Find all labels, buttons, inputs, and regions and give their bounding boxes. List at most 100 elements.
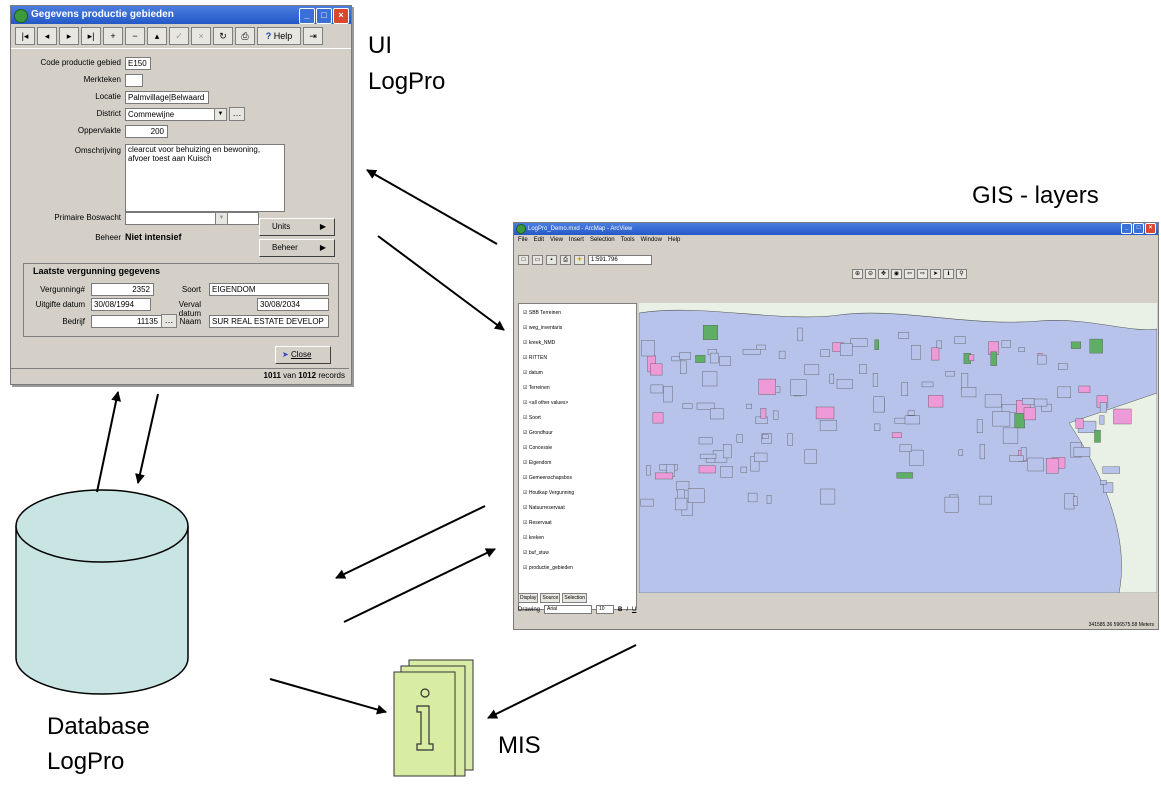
full-extent-icon[interactable]: ◉ bbox=[891, 269, 902, 279]
toc-layer-item[interactable]: ☑ SBB Terreinen bbox=[523, 310, 562, 316]
bedrijf-lookup-button[interactable]: … bbox=[161, 314, 177, 328]
soort-field[interactable]: EIGENDOM bbox=[209, 283, 329, 296]
code-field[interactable]: E150 bbox=[125, 57, 151, 70]
map-canvas[interactable] bbox=[639, 303, 1157, 593]
map-parcel bbox=[945, 370, 955, 377]
select-icon[interactable]: ➤ bbox=[930, 269, 941, 279]
arcmap-maximize-icon[interactable]: □ bbox=[1133, 223, 1144, 234]
district-dropdown-icon[interactable]: ▼ bbox=[214, 108, 227, 121]
toc-layer-item[interactable]: ☑ datum bbox=[523, 370, 543, 376]
arcmap-minimize-icon[interactable]: _ bbox=[1121, 223, 1132, 234]
tab-display[interactable]: Display bbox=[518, 593, 539, 603]
vergunning-field[interactable]: 2352 bbox=[91, 283, 154, 296]
toc-layer-item[interactable]: ☑ Natuurreservaat bbox=[523, 505, 565, 511]
previous-record-icon[interactable]: ◂ bbox=[37, 27, 57, 45]
menu-selection[interactable]: Selection bbox=[589, 237, 615, 243]
district-select[interactable]: Commewijne bbox=[125, 108, 227, 121]
first-record-icon[interactable]: |◂ bbox=[15, 27, 35, 45]
last-record-icon[interactable]: ▸| bbox=[81, 27, 101, 45]
tab-source[interactable]: Source bbox=[540, 593, 561, 603]
edit-record-icon[interactable]: ▴ bbox=[147, 27, 167, 45]
district-lookup-button[interactable]: … bbox=[229, 107, 245, 121]
toc-layer-item[interactable]: ☑ kreken bbox=[523, 535, 544, 541]
underline-icon[interactable]: U bbox=[632, 606, 637, 613]
close-button[interactable]: ➤ Close bbox=[275, 346, 331, 364]
delete-record-icon[interactable]: − bbox=[125, 27, 145, 45]
save-icon[interactable]: ▪ bbox=[546, 255, 557, 265]
boswacht-select[interactable] bbox=[125, 212, 259, 225]
bold-icon[interactable]: B bbox=[618, 606, 623, 613]
cancel-record-icon[interactable]: × bbox=[191, 27, 211, 45]
toc-layer-item[interactable]: ☑ RITTEN bbox=[523, 355, 547, 361]
font-size-select[interactable]: 10 bbox=[596, 605, 615, 614]
refresh-icon[interactable]: ↻ bbox=[213, 27, 233, 45]
uitgifte-field[interactable]: 30/08/1994 bbox=[91, 298, 151, 311]
back-icon[interactable]: ⇦ bbox=[904, 269, 915, 279]
find-icon[interactable]: ⚲ bbox=[956, 269, 967, 279]
print-map-icon[interactable]: ⎙ bbox=[560, 255, 571, 265]
locatie-field[interactable]: Palmvillage|Belwaard bbox=[125, 91, 209, 104]
drawing-label[interactable]: Drawing bbox=[518, 606, 541, 613]
pan-icon[interactable]: ✥ bbox=[878, 269, 889, 279]
toc-layer-item[interactable]: ☑ Eigendom bbox=[523, 460, 552, 466]
bedrijf-field[interactable]: 11135 bbox=[91, 315, 162, 328]
beheer-button[interactable]: Beheer▶ bbox=[259, 239, 335, 257]
identify-icon[interactable]: ℹ bbox=[943, 269, 954, 279]
toc-layer-item[interactable]: ☑ Terreinen bbox=[523, 385, 550, 391]
map-view[interactable] bbox=[639, 303, 1157, 593]
print-icon[interactable]: ⎙ bbox=[235, 27, 255, 45]
exit-icon[interactable]: ⇥ bbox=[303, 27, 323, 45]
arrow-ui-to-db bbox=[135, 393, 159, 484]
map-parcel bbox=[839, 343, 853, 356]
font-select[interactable]: Arial bbox=[544, 605, 593, 614]
toc-layer-item[interactable]: ☑ <all other values> bbox=[523, 400, 569, 406]
next-record-icon[interactable]: ▸ bbox=[59, 27, 79, 45]
toc-layer-item[interactable]: ☑ weg_inventaris bbox=[523, 325, 563, 331]
menu-insert[interactable]: Insert bbox=[568, 237, 584, 243]
maximize-icon[interactable]: □ bbox=[316, 8, 332, 24]
add-data-icon[interactable]: ✚ bbox=[574, 255, 585, 265]
add-record-icon[interactable]: + bbox=[103, 27, 123, 45]
menu-view[interactable]: View bbox=[550, 237, 563, 243]
map-parcel bbox=[682, 403, 693, 409]
toc-layer-item[interactable]: ☑ kreek_NMD bbox=[523, 340, 556, 346]
toc-layer-item[interactable]: ☑ Grondhuur bbox=[523, 430, 553, 436]
toc-layer-item[interactable]: ☑ Gemeenschapsbos bbox=[523, 475, 572, 481]
open-icon[interactable]: ▭ bbox=[532, 255, 543, 265]
minimize-icon[interactable]: _ bbox=[299, 8, 315, 24]
menu-tools[interactable]: Tools bbox=[620, 237, 635, 243]
arcmap-close-icon[interactable]: × bbox=[1145, 223, 1156, 234]
menu-file[interactable]: File bbox=[518, 237, 528, 243]
toc-layer-item[interactable]: ☑ Concessie bbox=[523, 445, 553, 451]
menu-window[interactable]: Window bbox=[640, 237, 662, 243]
save-record-icon[interactable]: ✓ bbox=[169, 27, 189, 45]
naam-field[interactable]: SUR REAL ESTATE DEVELOP bbox=[209, 315, 329, 328]
toc-layer-item[interactable]: ☑ Reservaat bbox=[523, 520, 552, 526]
tab-selection[interactable]: Selection bbox=[562, 593, 587, 603]
merkteken-field[interactable] bbox=[125, 74, 143, 87]
close-icon[interactable]: × bbox=[333, 8, 349, 24]
map-parcel bbox=[874, 423, 881, 432]
map-parcel bbox=[1037, 354, 1047, 365]
menu-edit[interactable]: Edit bbox=[533, 237, 545, 243]
new-icon[interactable]: □ bbox=[518, 255, 529, 265]
toc-layer-item[interactable]: ☑ Houtkap Vergunning bbox=[523, 490, 575, 496]
verval-field[interactable]: 30/08/2034 bbox=[257, 298, 329, 311]
zoom-in-icon[interactable]: ⊕ bbox=[852, 269, 863, 279]
units-button[interactable]: Units▶ bbox=[259, 218, 335, 236]
italic-icon[interactable]: I bbox=[626, 606, 629, 613]
map-parcel bbox=[850, 338, 868, 347]
map-parcel bbox=[740, 466, 748, 473]
map-parcel bbox=[1022, 398, 1035, 405]
forward-icon[interactable]: ⇨ bbox=[917, 269, 928, 279]
zoom-out-icon[interactable]: ⊖ bbox=[865, 269, 876, 279]
toc-layer-item[interactable]: ☑ buf_stuw bbox=[523, 550, 549, 556]
oppervlakte-field[interactable]: 200 bbox=[125, 125, 168, 138]
menu-help[interactable]: Help bbox=[667, 237, 681, 243]
boswacht-dropdown-icon[interactable]: ▼ bbox=[215, 212, 228, 225]
toc-layer-item[interactable]: ☑ Soort bbox=[523, 415, 541, 421]
scale-input[interactable]: 1:591.796 bbox=[588, 255, 652, 265]
omschrijving-textarea[interactable]: clearcut voor behuizing en bewoning, afv… bbox=[125, 144, 285, 212]
toc-layer-item[interactable]: ☑ productie_gebieden bbox=[523, 565, 573, 571]
help-button[interactable]: ? Help bbox=[257, 27, 301, 45]
